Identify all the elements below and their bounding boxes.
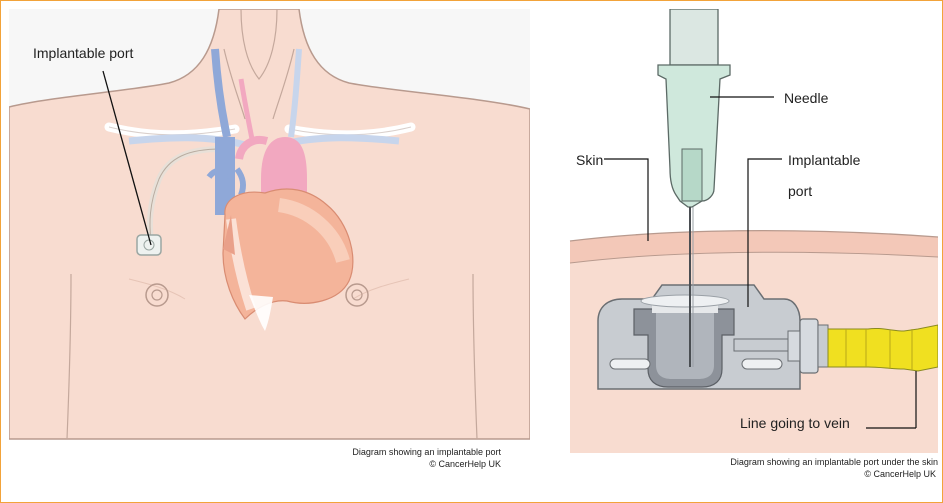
chest-illustration [9, 9, 530, 489]
label-needle: Needle [784, 90, 828, 106]
caption-left-line2: © CancerHelp UK [429, 459, 501, 470]
label-implantable-port: Implantable port [33, 45, 133, 61]
skin-leader [604, 159, 648, 241]
port-diagram-panel: Needle Skin Implantable port Line going … [548, 9, 938, 489]
yellow-tube [828, 325, 938, 371]
label-port-line2: port [788, 183, 812, 199]
chest-diagram-panel: Implantable port Diagram showing an impl… [9, 9, 530, 489]
caption-right-line1: Diagram showing an implantable port unde… [730, 457, 938, 468]
caption-left-line1: Diagram showing an implantable port [352, 447, 501, 458]
label-port-line1: Implantable [788, 152, 860, 168]
label-line-to-vein: Line going to vein [740, 415, 850, 431]
needle-cap [670, 9, 718, 65]
caption-right-line2: © CancerHelp UK [864, 469, 936, 480]
connector [788, 331, 800, 361]
label-skin: Skin [576, 152, 603, 168]
